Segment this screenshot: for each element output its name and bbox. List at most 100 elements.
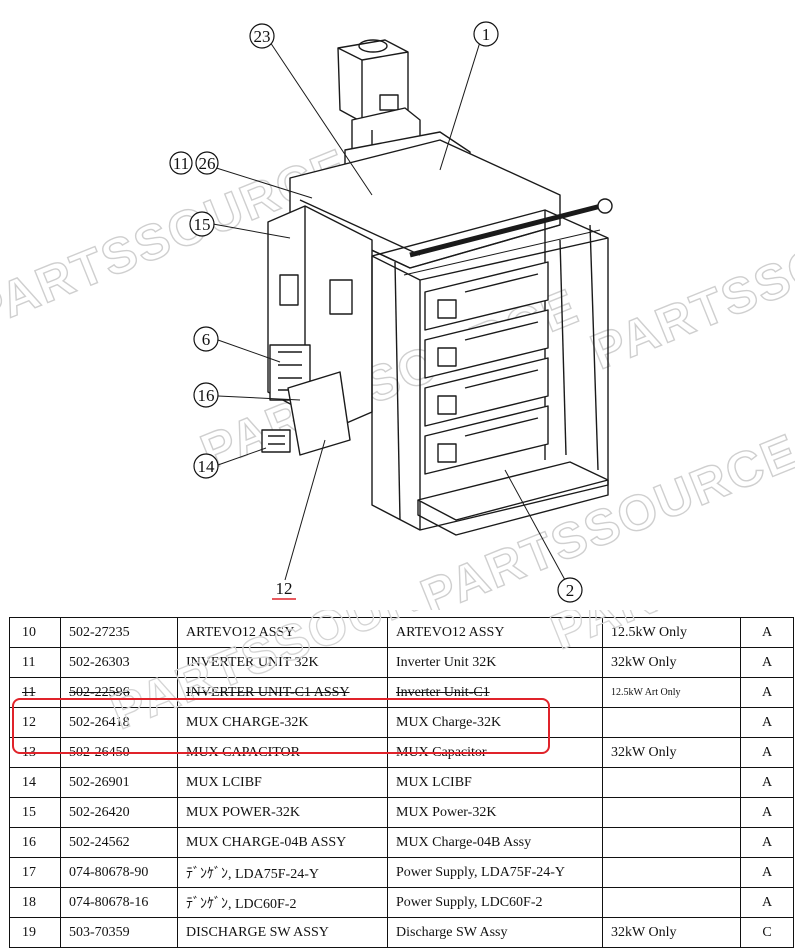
part-name: MUX POWER-32K xyxy=(177,797,388,828)
callout-15: 15 xyxy=(189,211,215,237)
item-number: 12 xyxy=(9,707,61,738)
exploded-assembly-diagram: PARTSSOURCE PARTSSOURCE PARTSSOURCE PART… xyxy=(0,21,795,610)
part-name: INVERTER UNIT 32K xyxy=(177,647,388,678)
item-number: 14 xyxy=(9,767,61,798)
item-number: 13 xyxy=(9,737,61,768)
item-number: 19 xyxy=(9,917,61,948)
part-class: A xyxy=(740,677,794,708)
item-number: 11 xyxy=(9,647,61,678)
watermark-text: PARTSSOURCE xyxy=(583,178,795,380)
callout-label: 11 xyxy=(173,154,189,173)
item-number: 18 xyxy=(9,887,61,918)
part-note: 32kW Only xyxy=(602,647,741,678)
table-row: 16 502-24562 MUX CHARGE-04B ASSY MUX Cha… xyxy=(9,827,794,858)
part-name: MUX CAPACITOR xyxy=(177,737,388,768)
part-description: MUX LCIBF xyxy=(387,767,603,798)
part-class: A xyxy=(740,617,794,648)
part-class: A xyxy=(740,857,794,888)
drawer-module xyxy=(424,405,549,475)
part-name: DISCHARGE SW ASSY xyxy=(177,917,388,948)
item-number: 11 xyxy=(9,677,61,708)
part-note xyxy=(602,707,741,738)
part-description: ARTEVO12 ASSY xyxy=(387,617,603,648)
part-number: 502-26303 xyxy=(60,647,178,678)
callout-label: 26 xyxy=(199,154,216,173)
item-number: 16 xyxy=(9,827,61,858)
part-note: 12.5kW Art Only xyxy=(602,677,741,708)
table-row: 17 074-80678-90 ﾃﾞﾝｹﾞﾝ, LDA75F-24-Y Powe… xyxy=(9,857,794,888)
table-row: 15 502-26420 MUX POWER-32K MUX Power-32K… xyxy=(9,797,794,828)
part-number: 502-26420 xyxy=(60,797,178,828)
part-class: C xyxy=(740,917,794,948)
assembly-drawing xyxy=(261,39,613,536)
drawer-module xyxy=(424,309,549,379)
part-number: 502-27235 xyxy=(60,617,178,648)
callout-label: 23 xyxy=(254,27,271,46)
part-note xyxy=(602,887,741,918)
part-name: ARTEVO12 ASSY xyxy=(177,617,388,648)
part-description: MUX Capacitor xyxy=(387,737,603,768)
callout-16: 16 xyxy=(193,382,219,408)
part-name: MUX CHARGE-32K xyxy=(177,707,388,738)
part-name: MUX CHARGE-04B ASSY xyxy=(177,827,388,858)
part-note xyxy=(602,767,741,798)
part-class: A xyxy=(740,737,794,768)
callout-11: 11 xyxy=(169,151,193,175)
part-class: A xyxy=(740,827,794,858)
table-row: 14 502-26901 MUX LCIBF MUX LCIBF A xyxy=(9,767,794,798)
callout-6: 6 xyxy=(193,326,219,352)
part-class: A xyxy=(740,647,794,678)
part-note xyxy=(602,827,741,858)
part-number: 074-80678-90 xyxy=(60,857,178,888)
part-number: 502-22596 xyxy=(60,677,178,708)
part-description: MUX Charge-32K xyxy=(387,707,603,738)
drawer-module xyxy=(424,357,549,427)
part-description: MUX Charge-04B Assy xyxy=(387,827,603,858)
part-note: 12.5kW Only xyxy=(602,617,741,648)
leader-lines xyxy=(209,41,566,581)
part-name: INVERTER UNIT-C1 ASSY xyxy=(177,677,388,708)
table-row: 12 502-26418 MUX CHARGE-32K MUX Charge-3… xyxy=(9,707,794,738)
part-number: 503-70359 xyxy=(60,917,178,948)
part-number: 502-26901 xyxy=(60,767,178,798)
parts-list-table: 10 502-27235 ARTEVO12 ASSY ARTEVO12 ASSY… xyxy=(9,617,794,948)
callout-label: 1 xyxy=(482,25,491,44)
callout-23: 23 xyxy=(249,23,275,49)
part-note: 32kW Only xyxy=(602,917,741,948)
table-row: 19 503-70359 DISCHARGE SW ASSY Discharge… xyxy=(9,917,794,948)
drawer-module xyxy=(424,261,549,331)
part-name: ﾃﾞﾝｹﾞﾝ, LDC60F-2 xyxy=(177,887,388,918)
part-note xyxy=(602,857,741,888)
part-class: A xyxy=(740,887,794,918)
part-name: MUX LCIBF xyxy=(177,767,388,798)
callout-label: 12 xyxy=(276,579,293,598)
callout-label: 2 xyxy=(566,581,575,600)
callout-label: 16 xyxy=(198,386,215,405)
part-note xyxy=(602,797,741,828)
part-number: 502-26450 xyxy=(60,737,178,768)
item-number: 17 xyxy=(9,857,61,888)
part-description: Discharge SW Assy xyxy=(387,917,603,948)
item-number: 10 xyxy=(9,617,61,648)
table-row: 11 502-26303 INVERTER UNIT 32K Inverter … xyxy=(9,647,794,678)
part-class: A xyxy=(740,707,794,738)
part-description: Power Supply, LDC60F-2 xyxy=(387,887,603,918)
part-description: Inverter Unit-C1 xyxy=(387,677,603,708)
callout-14: 14 xyxy=(193,453,219,479)
item-number: 15 xyxy=(9,797,61,828)
callout-label: 14 xyxy=(198,457,216,476)
table-row: 13 502-26450 MUX CAPACITOR MUX Capacitor… xyxy=(9,737,794,768)
part-number: 502-26418 xyxy=(60,707,178,738)
table-row: 18 074-80678-16 ﾃﾞﾝｹﾞﾝ, LDC60F-2 Power S… xyxy=(9,887,794,918)
part-number: 074-80678-16 xyxy=(60,887,178,918)
callout-26: 26 xyxy=(195,151,219,175)
part-description: Power Supply, LDA75F-24-Y xyxy=(387,857,603,888)
part-name: ﾃﾞﾝｹﾞﾝ, LDA75F-24-Y xyxy=(177,857,388,888)
callout-1: 1 xyxy=(473,21,499,47)
callout-label: 15 xyxy=(194,215,211,234)
part-note: 32kW Only xyxy=(602,737,741,768)
part-number: 502-24562 xyxy=(60,827,178,858)
part-description: Inverter Unit 32K xyxy=(387,647,603,678)
callout-2: 2 xyxy=(557,577,583,603)
callout-12: 12 xyxy=(272,579,296,600)
